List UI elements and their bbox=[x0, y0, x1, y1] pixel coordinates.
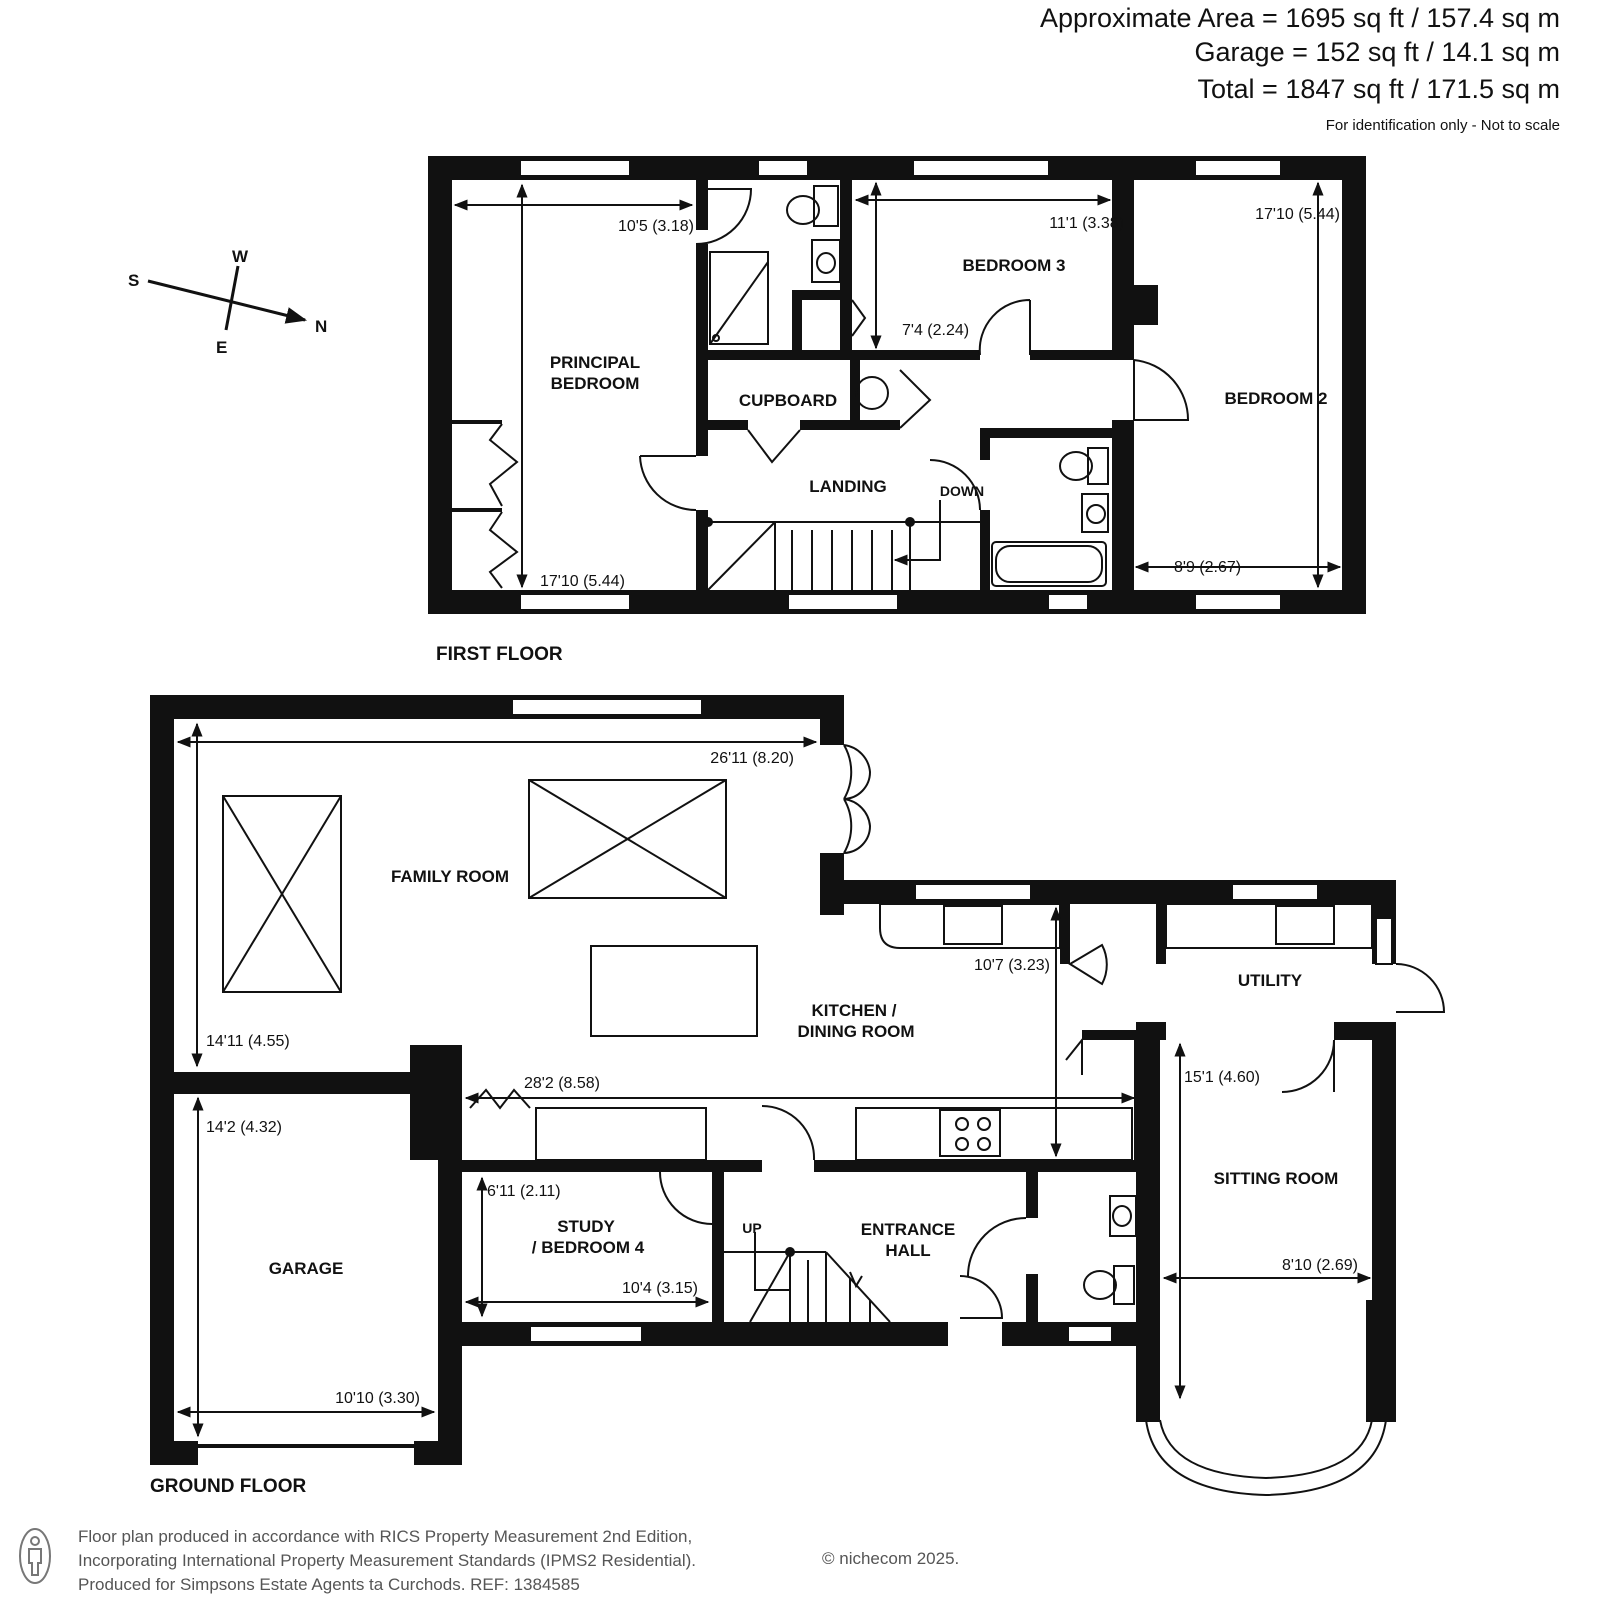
room-kitchen-line1: KITCHEN / bbox=[812, 1001, 897, 1020]
area-total: Total = 1847 sq ft / 171.5 sq m bbox=[1197, 74, 1560, 104]
room-principal-bedroom-line2: BEDROOM bbox=[551, 374, 640, 393]
compass-w: W bbox=[232, 247, 249, 266]
dim-principal-length: 17'10 (5.44) bbox=[540, 573, 625, 590]
first-floor-fixtures bbox=[488, 185, 1190, 591]
compass: S W N E bbox=[128, 247, 327, 357]
footer-text: Floor plan produced in accordance with R… bbox=[78, 1525, 696, 1597]
first-floor-plan bbox=[428, 156, 1366, 614]
dim-principal-width: 10'5 (3.18) bbox=[618, 218, 694, 235]
room-garage: GARAGE bbox=[269, 1259, 344, 1278]
dim-study-depth: 6'11 (2.11) bbox=[487, 1183, 561, 1200]
dim-family-depth: 14'11 (4.55) bbox=[206, 1033, 290, 1050]
room-kitchen-line2: DINING ROOM bbox=[797, 1022, 914, 1041]
person-scale-icon bbox=[19, 1528, 51, 1584]
room-hall-line1: ENTRANCE bbox=[861, 1220, 955, 1239]
first-floor-dim-lines bbox=[453, 181, 1342, 589]
area-garage: Garage = 152 sq ft / 14.1 sq m bbox=[1194, 37, 1560, 67]
compass-e: E bbox=[216, 338, 227, 357]
room-sitting-room: SITTING ROOM bbox=[1214, 1169, 1339, 1188]
ground-floor-dim-lines bbox=[176, 722, 1372, 1438]
dim-sitting-length: 15'1 (4.60) bbox=[1184, 1069, 1260, 1086]
room-cupboard: CUPBOARD bbox=[739, 391, 837, 410]
dim-bedroom3-width: 11'1 (3.38) bbox=[1049, 215, 1124, 232]
footer-line-2: Incorporating International Property Mea… bbox=[78, 1551, 696, 1570]
dim-kitchen-width: 28'2 (8.58) bbox=[524, 1075, 600, 1092]
room-study-line1: STUDY bbox=[557, 1217, 615, 1236]
compass-n: N bbox=[315, 317, 327, 336]
dim-bedroom2-length: 17'10 (5.44) bbox=[1255, 206, 1340, 223]
ground-floor-label: GROUND FLOOR bbox=[150, 1476, 306, 1497]
footer-line-1: Floor plan produced in accordance with R… bbox=[78, 1527, 693, 1546]
room-bedroom-2: BEDROOM 2 bbox=[1225, 389, 1328, 408]
room-hall-line2: HALL bbox=[885, 1241, 930, 1260]
room-bedroom-3: BEDROOM 3 bbox=[963, 256, 1066, 275]
room-family-room: FAMILY ROOM bbox=[391, 867, 509, 886]
first-floor-label: FIRST FLOOR bbox=[436, 644, 563, 665]
room-study-line2: / BEDROOM 4 bbox=[532, 1238, 645, 1257]
ground-floor-plan bbox=[150, 695, 1396, 1465]
area-approx: Approximate Area = 1695 sq ft / 157.4 sq… bbox=[1039, 3, 1560, 33]
disclaimer: For identification only - Not to scale bbox=[1325, 117, 1560, 134]
dim-garage-length: 14'2 (4.32) bbox=[206, 1119, 282, 1136]
stairs-down-label: DOWN bbox=[940, 483, 984, 499]
compass-s: S bbox=[128, 271, 139, 290]
copyright: © nichecom 2025. bbox=[822, 1549, 960, 1568]
room-landing: LANDING bbox=[809, 477, 886, 496]
dim-garage-width: 10'10 (3.30) bbox=[335, 1390, 420, 1407]
room-utility: UTILITY bbox=[1238, 971, 1303, 990]
dim-bedroom3-depth: 7'4 (2.24) bbox=[902, 322, 969, 339]
footer-line-3: Produced for Simpsons Estate Agents ta C… bbox=[78, 1575, 580, 1594]
ground-floor-fixtures bbox=[198, 744, 1446, 1497]
stairs-up-label: UP bbox=[742, 1220, 761, 1236]
dim-study-width: 10'4 (3.15) bbox=[622, 1280, 698, 1297]
dim-family-width: 26'11 (8.20) bbox=[710, 750, 794, 767]
dim-sitting-width: 8'10 (2.69) bbox=[1282, 1257, 1358, 1274]
dim-bedroom2-width: 8'9 (2.67) bbox=[1174, 559, 1241, 576]
dim-kitchen-depth: 10'7 (3.23) bbox=[974, 957, 1050, 974]
room-principal-bedroom-line1: PRINCIPAL bbox=[550, 353, 640, 372]
